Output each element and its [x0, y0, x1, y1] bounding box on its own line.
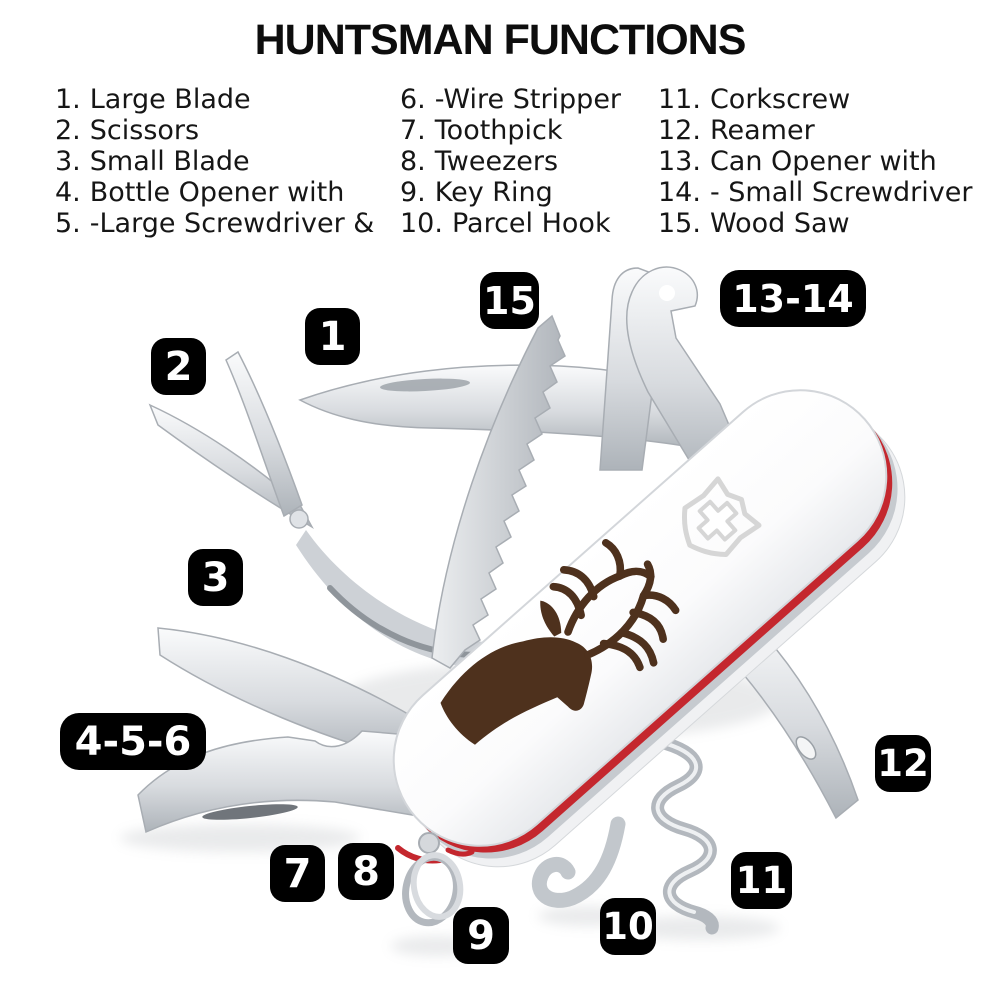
key-ring — [395, 832, 475, 927]
page-title: HUNTSMAN FUNCTIONS — [254, 16, 747, 64]
corkscrew — [651, 735, 719, 935]
legend-item: 11.Corkscrew — [658, 84, 851, 115]
callout-10: 10 — [600, 898, 656, 955]
can-opener — [626, 266, 739, 480]
legend-item: 10.Parcel Hook — [400, 208, 611, 239]
legend-column-3: 11.Corkscrew 12.Reamer 13.Can Opener wit… — [658, 84, 972, 239]
callout-8: 8 — [338, 843, 394, 900]
victorinox-cross-icon — [681, 476, 762, 557]
nail-nick — [380, 378, 470, 392]
legend-item: 15.Wood Saw — [658, 208, 850, 239]
legend-item: 9.Key Ring — [400, 177, 553, 208]
legend-item: 13.Can Opener with — [658, 146, 937, 177]
callout-13-14: 13-14 — [720, 270, 866, 327]
deer-icon — [440, 538, 680, 745]
legend-item: 2.Scissors — [55, 115, 200, 146]
wood-saw — [431, 314, 566, 669]
legend-item: 6.-Wire Stripper — [400, 84, 622, 115]
legend-column-2: 6.-Wire Stripper 7.Toothpick 8.Tweezers … — [400, 84, 621, 239]
callout-11: 11 — [731, 852, 792, 909]
legend-item: 12.Reamer — [658, 115, 815, 146]
callout-4-5-6: 4-5-6 — [60, 713, 206, 770]
knife-body — [392, 389, 906, 868]
parcel-hook — [531, 816, 626, 908]
callout-12: 12 — [875, 735, 931, 792]
bottle-opener — [137, 730, 471, 834]
callout-1: 1 — [305, 308, 360, 365]
callout-7: 7 — [270, 845, 325, 902]
legend-item: 5.-Large Screwdriver & — [55, 208, 375, 239]
legend-column-1: 1.Large Blade 2.Scissors 3.Small Blade 4… — [55, 84, 374, 239]
callout-9: 9 — [453, 907, 509, 964]
callout-15: 15 — [480, 272, 539, 329]
legend-item: 3.Small Blade — [55, 146, 250, 177]
legend-item: 7.Toothpick — [400, 115, 563, 146]
callout-3: 3 — [188, 549, 243, 606]
legend-item: 4.Bottle Opener with — [55, 177, 345, 208]
legend-item: 8.Tweezers — [400, 146, 559, 177]
legend-item: 1.Large Blade — [55, 84, 251, 115]
scissors-pivot-screw — [289, 509, 309, 529]
callout-2: 2 — [151, 338, 206, 395]
legend-item: 14.- Small Screwdriver — [658, 177, 973, 208]
